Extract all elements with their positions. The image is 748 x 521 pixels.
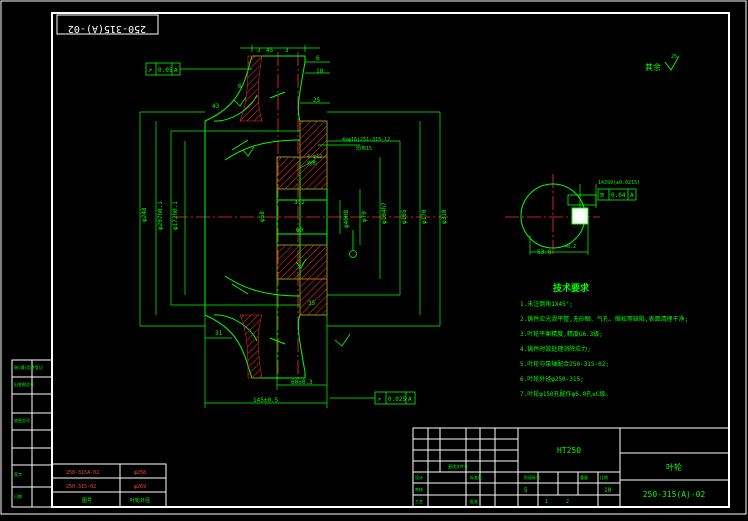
roughness-note: 其余: [645, 62, 661, 72]
rev-header-qty: 叶轮外径: [130, 497, 150, 504]
keyway-view: 14JS9(±0.0215) ≡ 0.04 A 53.8 +0.2: [520, 180, 640, 256]
dim-top-c: 3: [285, 47, 289, 54]
roughness-marks: [233, 96, 351, 347]
part-name-text: 叶轮: [666, 462, 682, 472]
code-stamp-top: 250-315(A)-02: [56, 14, 159, 35]
phi-left-outer: φ248: [141, 207, 148, 222]
material-text: HT250: [557, 446, 581, 455]
left-label-4: 日期: [14, 493, 22, 499]
tech-item: 4.铸件时效处理消除应力;: [520, 345, 591, 353]
tol-keyway-datum: A: [630, 192, 634, 199]
phi-right-outer: φ310: [441, 209, 448, 224]
tech-item: 3.叶轮平衡精度,精度G6.3级;: [520, 330, 603, 338]
tb-weight-label: 重量: [580, 474, 588, 480]
phi-right-4: φ170: [421, 209, 428, 224]
dim-overall-len: 145±0.5: [253, 397, 279, 404]
scale-text: 5: [524, 487, 528, 494]
diameter-texts: φ248 φ207h0.1 φ172h0.1 φ58 φ40H8 φ70 φ10…: [141, 201, 448, 230]
dim-left-6: 6: [238, 83, 242, 90]
tolerance-frame-bottom: ↗ 0.025 A: [330, 391, 416, 405]
revision-table: 250-315A-02 φ258 250-315-02 φ269 图号 叶轮外径: [51, 463, 167, 508]
phi-bore: φ40H8: [343, 210, 350, 228]
tol-top-datum: A: [174, 67, 178, 74]
datum-mark: [349, 230, 357, 258]
sheet-total-text: 2: [566, 499, 569, 505]
tech-requirements: 技术要求 1.未注倒角1X45°; 2.铸件应光滑平整,无砂眼、气孔、缩松等缺陷,…: [520, 282, 688, 398]
tech-items: 1.未注倒角1X45°; 2.铸件应光滑平整,无砂眼、气孔、缩松等缺陷,表面清理干…: [520, 300, 688, 398]
rev-row-0-code: 250-315A-02: [66, 470, 99, 476]
roughness-value: 25: [671, 54, 677, 60]
dim-r32: 3.2: [294, 199, 305, 206]
tech-item: 7.叶轮φ150孔配作φ6.0孔≥C级。: [520, 390, 611, 398]
dim-hub-len: 60±0.3: [291, 379, 313, 386]
phi-left-2: φ207h0.1: [157, 201, 164, 230]
left-panel: 借(通)用件登记 旧底图总号 底图总号 签字 日期: [11, 359, 53, 508]
hub-note-2: 4-φ12: [307, 154, 322, 160]
left-label-2: 底图总号: [14, 417, 30, 423]
left-label-3: 签字: [14, 471, 22, 477]
dim-right-10: 10: [316, 68, 324, 75]
tech-title: 技术要求: [553, 282, 590, 294]
keyway-frame-label: 14JS9(±0.0215): [598, 180, 640, 186]
tech-item: 6.叶轮外径φ250-315;: [520, 375, 584, 383]
tolerance-frame-top: ↗ 0.05 A: [145, 62, 252, 76]
tol-bottom-symbol: ↗: [377, 395, 381, 403]
tb-scale-label: 比例: [600, 474, 608, 480]
tol-keyway-value: 0.04: [611, 192, 626, 199]
sheet-text: 10: [604, 487, 612, 494]
dimension-texts: 3 45 3 6 10 25 6 43 4xφ16(251-315-12 均布1…: [212, 47, 390, 404]
tb-design-1: 标准化: [470, 474, 482, 480]
tol-keyway-symbol: ≡: [600, 191, 604, 199]
tb-design-2: 审核: [415, 486, 423, 492]
dim-25: 25: [313, 97, 321, 104]
title-block-texts: HT250 叶轮 250-315(A)-02 5 10 1 2 更改文件号 设计…: [415, 446, 705, 505]
phi-left-3: φ172h0.1: [172, 201, 179, 230]
rev-row-1-qty: φ269: [134, 484, 146, 490]
roughness-general: 其余 25: [645, 54, 680, 72]
hub-note-2-sub: 均布: [307, 160, 317, 167]
dim-top-a: 3: [257, 47, 261, 54]
dim-top-b: 45: [266, 47, 274, 54]
hub-note-sub: 均布15: [356, 145, 372, 152]
title-block: [412, 427, 730, 508]
drawing-number-text: 250-315(A)-02: [643, 490, 706, 499]
hatch-areas: [239, 55, 328, 379]
rev-row-1-code: 250-315-02: [66, 484, 96, 490]
keyway-tol: +0.2: [564, 244, 576, 250]
phi-right-1: φ70: [361, 211, 368, 222]
tol-bottom-value: 0.025: [388, 396, 406, 403]
tol-top-value: 0.05: [158, 67, 173, 74]
tb-stage-label: 阶段标记: [524, 474, 540, 480]
phi-right-3: φ165: [401, 209, 408, 224]
tech-item: 1.未注倒角1X45°;: [520, 300, 573, 308]
dim-35: 35: [308, 300, 316, 307]
tb-design-4: 批准: [470, 498, 478, 504]
dim-60-inner: 60: [296, 227, 304, 234]
dim-right-6: 6: [316, 55, 320, 62]
dim-left-43: 43: [212, 103, 220, 110]
left-label-1: 旧底图总号: [14, 381, 34, 387]
tech-item: 5.叶轮与泵轴配合250-315-02;: [520, 360, 609, 368]
phi-hub: φ58: [259, 211, 266, 222]
dim-31: 31: [215, 330, 223, 337]
tol-bottom-datum: A: [408, 396, 412, 403]
tol-top-symbol: ↗: [148, 66, 152, 74]
tech-item: 2.铸件应光滑平整,无砂眼、气孔、缩松等缺陷,表面清理干净;: [520, 315, 688, 323]
code-stamp-text: 250-315(A)-02: [68, 23, 146, 34]
inner-frame: [51, 12, 730, 508]
rev-row-0-qty: φ258: [134, 470, 146, 476]
hub-note: 4xφ16(251-315-12: [342, 137, 390, 143]
left-label-0: 借(通)用件登记: [14, 364, 43, 370]
tb-design-0: 设计: [415, 474, 423, 480]
tb-design-3: 工艺: [415, 499, 423, 504]
dimension-lines: [139, 45, 441, 408]
rev-header-code: 图号: [82, 498, 92, 504]
tb-row-label-3: 更改文件号: [448, 463, 468, 469]
keyway-width: 53.8: [537, 249, 552, 256]
phi-right-2: φ104h7: [381, 202, 388, 224]
sheet-index-text: 1: [545, 499, 548, 505]
